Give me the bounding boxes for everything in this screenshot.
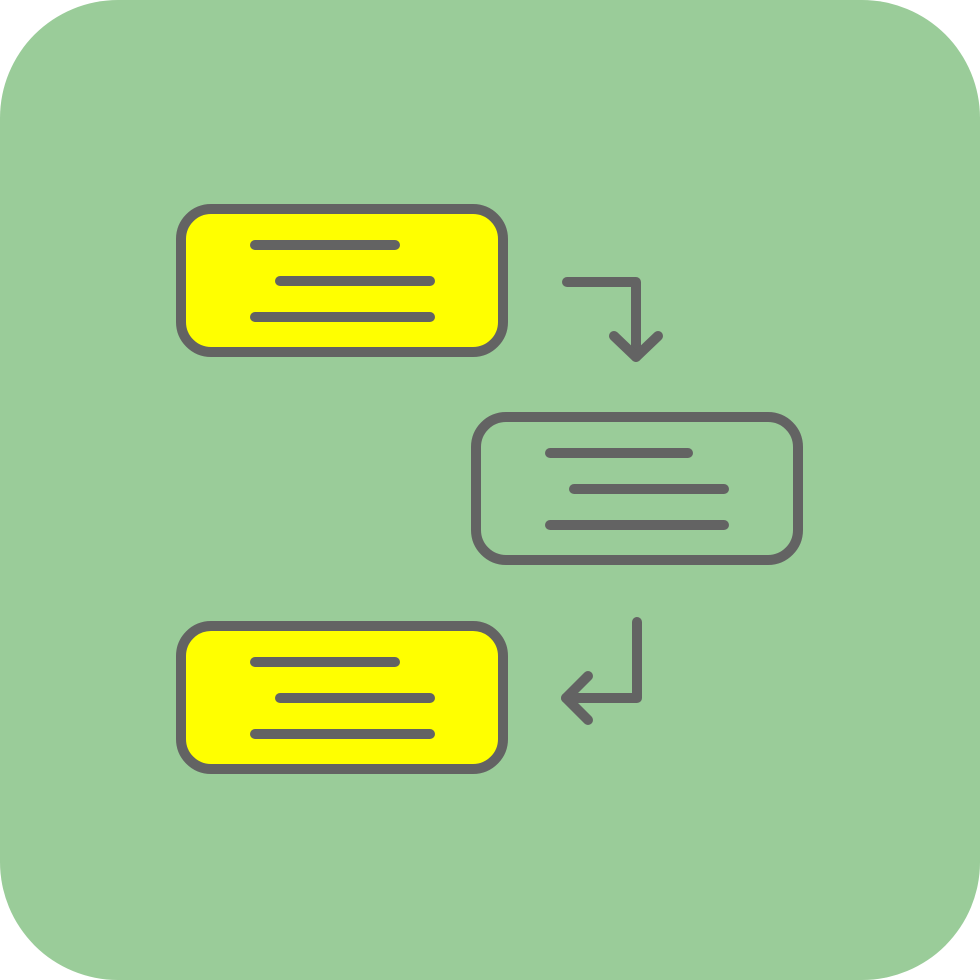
arrow-2-head [561, 671, 593, 725]
arrow-return-left-icon [561, 617, 642, 725]
step-2-card [471, 412, 803, 565]
arrow-down-right-icon [562, 277, 663, 362]
arrow-1-shaft [562, 277, 641, 362]
step-2-box [471, 412, 803, 565]
arrow-2-shaft [561, 617, 642, 703]
step-3-card [176, 621, 508, 774]
step-1-card [176, 204, 508, 357]
arrow-1-head [609, 331, 663, 362]
